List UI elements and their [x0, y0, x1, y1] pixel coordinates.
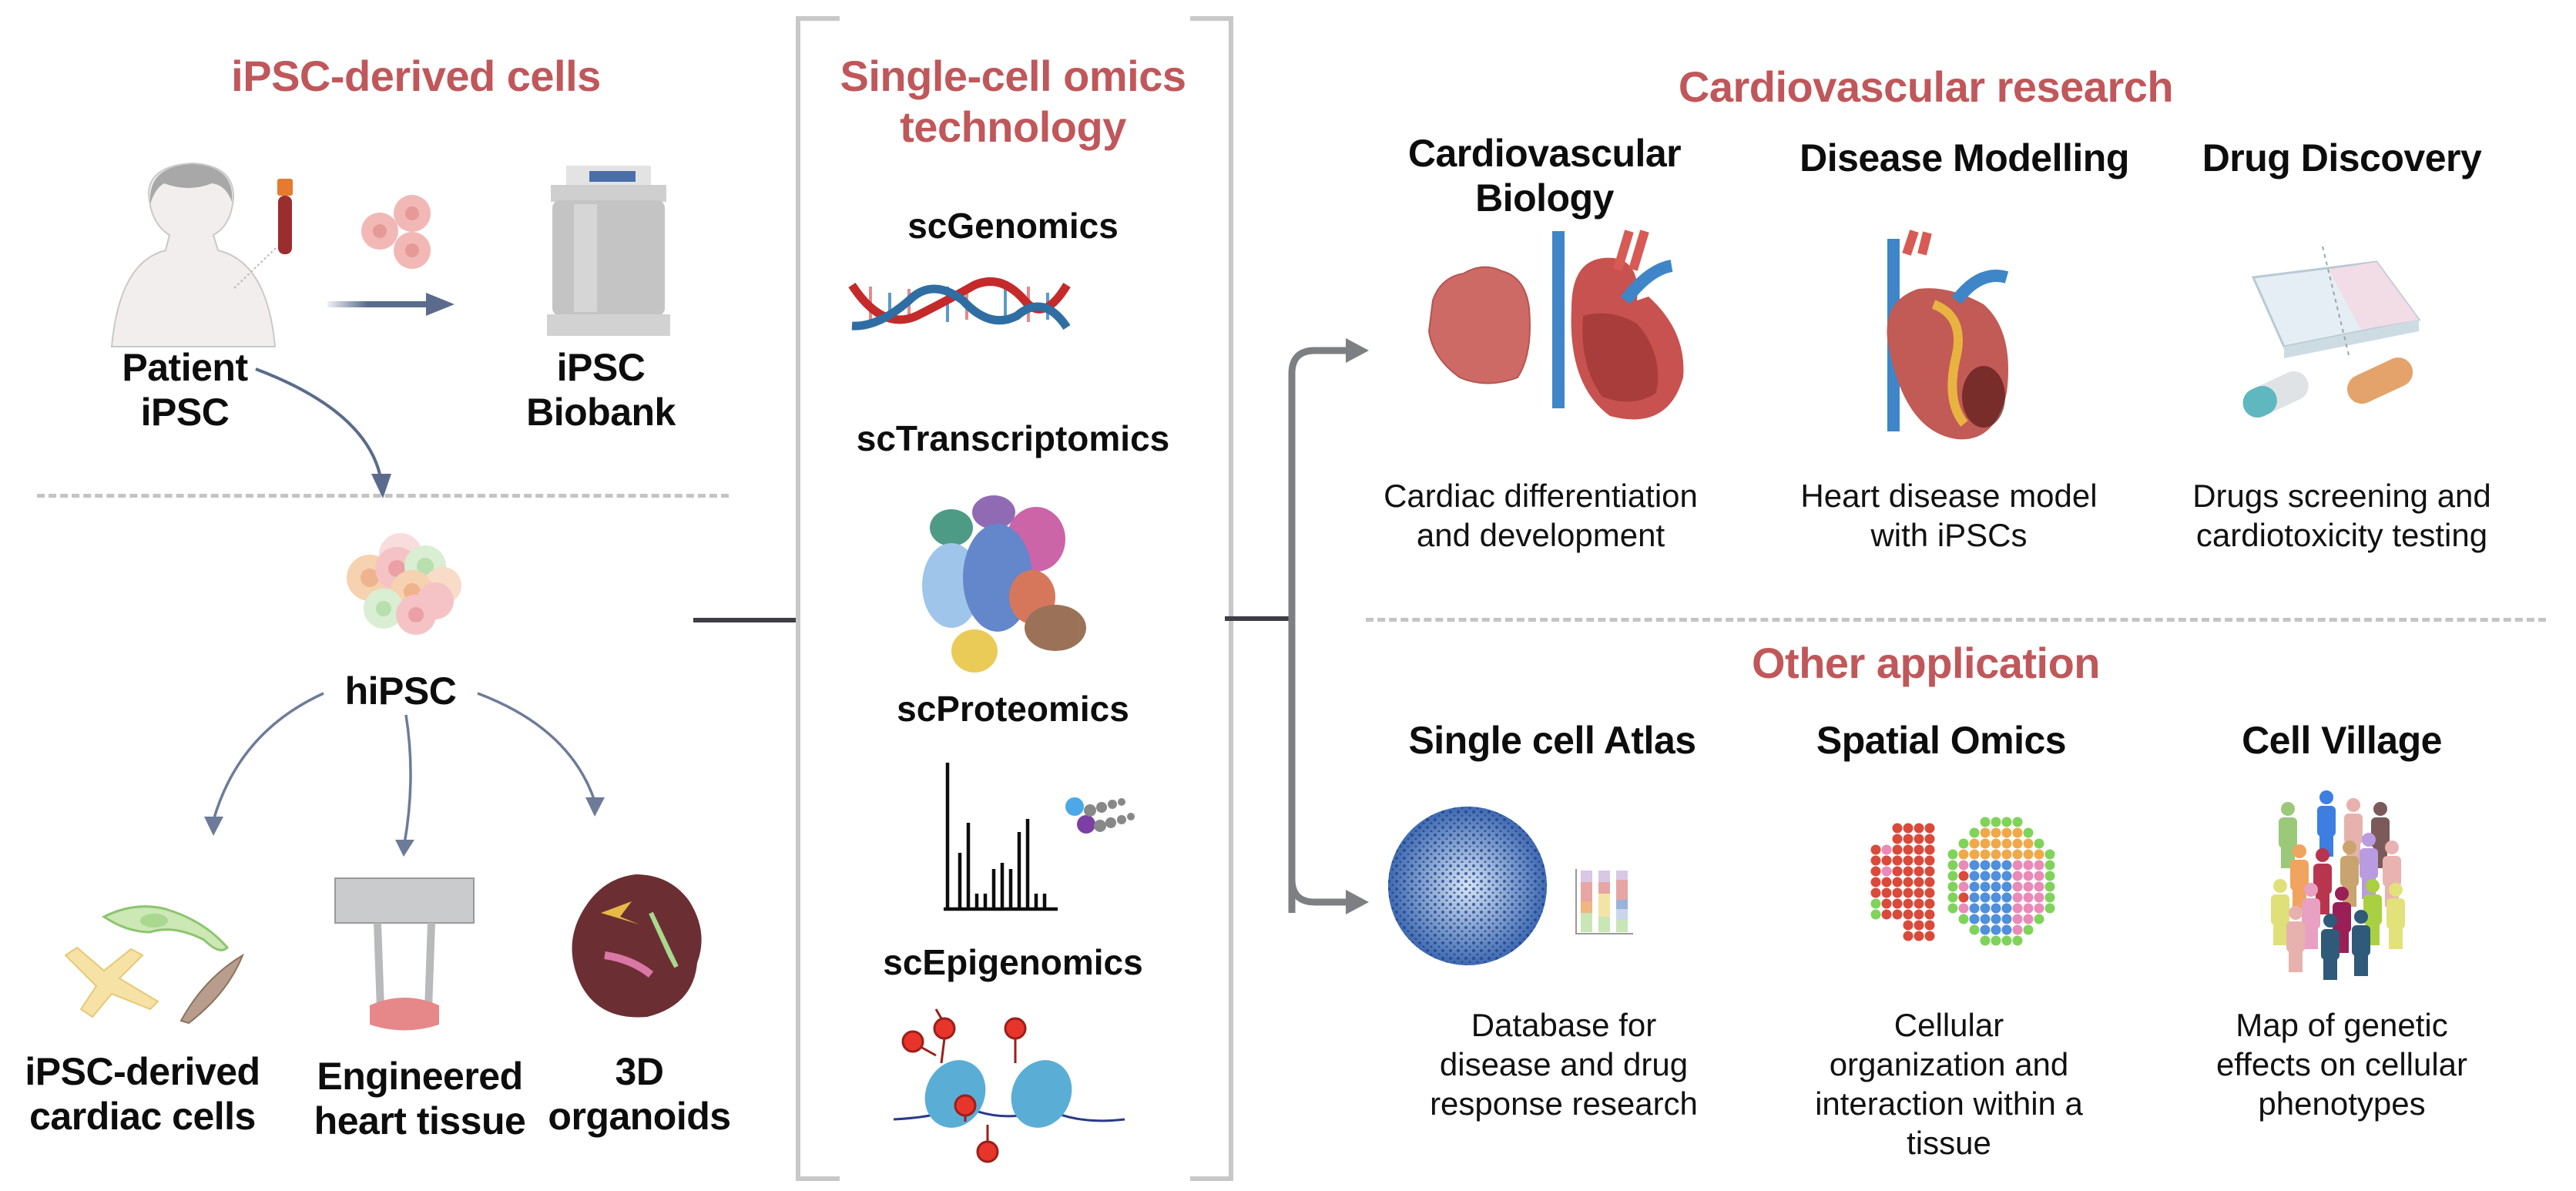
right-section-divider: [1366, 618, 2546, 622]
other-item-title-spatial-omics: Spatial Omics: [1816, 719, 2067, 762]
branch-arrows: [1288, 338, 1369, 914]
center-panel-bracket: [796, 16, 1233, 1181]
output-label-cardiac-cells: iPSC-derived cardiac cells: [25, 1050, 260, 1138]
mass-spectrum-icon: [944, 763, 1135, 911]
other-item-desc-single-cell-atlas: Database for disease and drug response r…: [1430, 1007, 1698, 1122]
arrow-to-other-application: [1346, 890, 1369, 914]
blood-draw-dotted-line: [232, 247, 277, 290]
cardio-item-title-drug-discovery: Drug Discovery: [2202, 136, 2482, 179]
differentiation-arrows: [204, 692, 605, 857]
output-label-organoids: 3D organoids: [548, 1050, 731, 1138]
arrow-to-biobank: [327, 293, 454, 316]
tech-label-scepigenomics: scEpigenomics: [883, 942, 1143, 982]
well-plate-pills-icon: [2242, 246, 2421, 418]
arrow-to-cardiovascular-research: [1346, 338, 1369, 363]
connector-center-to-right: [1225, 616, 1291, 621]
cardio-item-desc-drug-discovery: Drugs screening and cardiotoxicity testi…: [2192, 478, 2491, 553]
cardio-item-desc-disease-modelling: Heart disease model with iPSCs: [1800, 478, 2098, 553]
cardiac-cells-icon: [64, 905, 245, 1025]
organoid-icon: [572, 874, 702, 1018]
cardio-item-title-disease-modelling: Disease Modelling: [1800, 136, 2129, 179]
cells-cluster-icon: [361, 195, 431, 269]
patient-figure-icon: [110, 162, 277, 347]
spatial-spots-icon: [1870, 817, 2055, 946]
cell-atlas-icon: [1388, 807, 1633, 965]
nucleosome-icon: [893, 1008, 1125, 1163]
hipsc-label: hiPSC: [344, 669, 457, 713]
tech-label-scgenomics: scGenomics: [907, 206, 1119, 246]
nucleosome-methylation-spacer: [867, 871, 1052, 963]
other-application-title: Other application: [1752, 639, 2101, 687]
cardio-research-title: Cardiovascular research: [1678, 62, 2174, 111]
biobank-tank-icon: [547, 166, 670, 336]
cardio-item-title-biology: Cardiovascular Biology: [1407, 132, 1682, 220]
arrow-to-engineered-tissue: [403, 714, 412, 844]
left-panel-title: iPSC-derived cells: [231, 52, 601, 100]
tech-label-sctranscriptomics: scTranscriptomics: [856, 418, 1170, 458]
heart-anatomy-icon: [1427, 230, 1684, 420]
hipsc-colony-icon: [347, 533, 461, 635]
other-item-title-single-cell-atlas: Single cell Atlas: [1408, 719, 1696, 762]
other-item-desc-cell-village: Map of genetic effects on cellular pheno…: [2215, 1007, 2468, 1122]
other-item-desc-spatial-omics: Cellular organization and interaction wi…: [1815, 1007, 2083, 1161]
arrow-to-cardiac-cells: [212, 692, 324, 821]
cardio-item-desc-biology: Cardiac differentiation and development: [1384, 478, 1698, 553]
tech-label-scproteomics: scProteomics: [897, 689, 1129, 729]
patient-ipsc-label: Patient iPSC: [122, 346, 248, 434]
arrow-to-organoids: [477, 692, 596, 802]
engineered-heart-tissue-icon: [334, 877, 475, 1031]
connector-left-to-center: [693, 618, 800, 622]
other-item-title-cell-village: Cell Village: [2242, 719, 2442, 762]
diseased-heart-icon: [1887, 230, 2009, 440]
umap-clusters-icon: [922, 495, 1086, 673]
blood-tube-icon: [277, 179, 293, 254]
output-label-engineered-tissue: Engineered heart tissue: [314, 1055, 526, 1142]
center-panel-title: Single-cell omics technology: [840, 52, 1187, 151]
left-section-divider: [37, 494, 729, 498]
dna-helix-icon: [848, 277, 1071, 330]
ipsc-biobank-label: iPSC Biobank: [526, 346, 676, 434]
arrow-patient-to-hipsc: [255, 367, 391, 498]
stacked-bar-mini-chart: [1575, 869, 1633, 934]
people-crowd-icon: [2271, 790, 2405, 980]
